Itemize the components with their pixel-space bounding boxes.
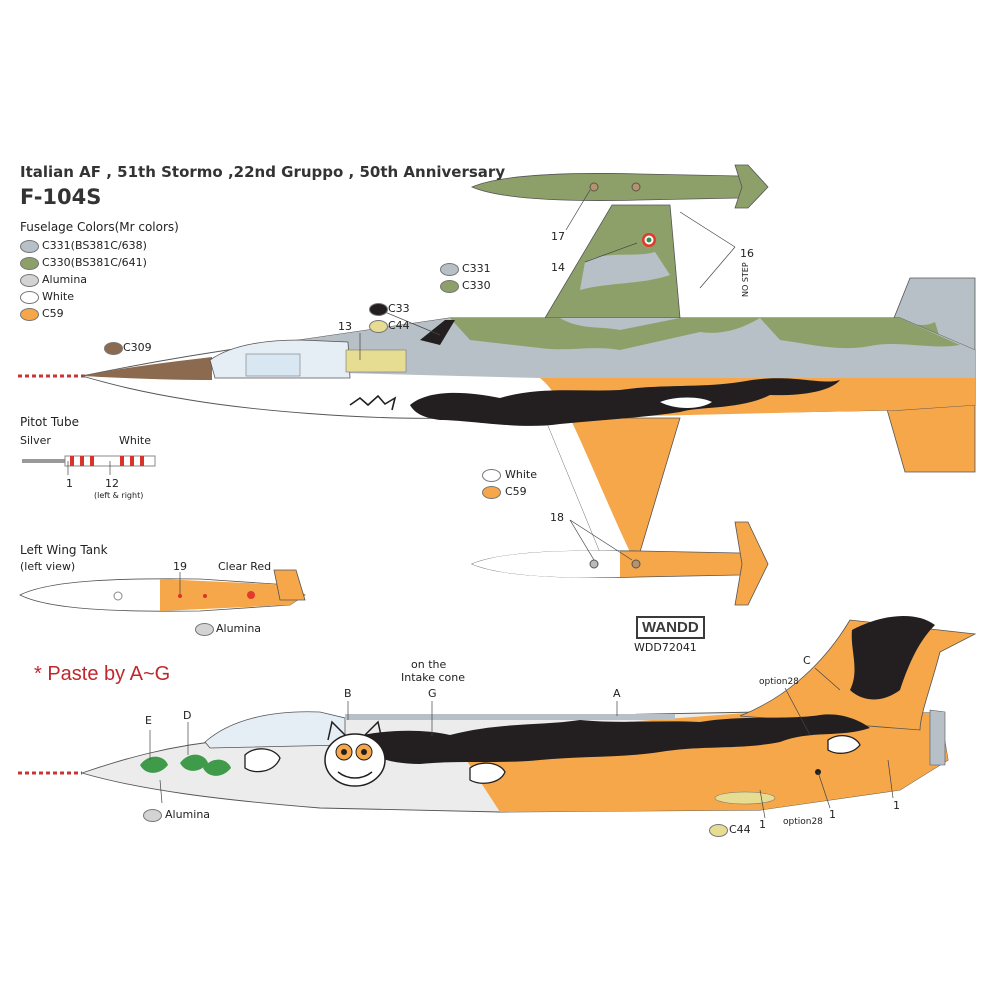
callout-white: White xyxy=(505,468,537,481)
pitot-detail xyxy=(22,455,156,475)
wing-tank-heading: Left Wing Tank xyxy=(20,543,108,557)
callout-c309: C309 xyxy=(123,341,152,354)
page-title: Italian AF , 51th Stormo ,22nd Gruppo , … xyxy=(20,163,506,181)
pitot-heading: Pitot Tube xyxy=(20,415,79,429)
callout-17: 17 xyxy=(551,230,565,243)
side-callout-b: B xyxy=(344,687,352,700)
side-alumina-label: Alumina xyxy=(165,808,211,821)
side-dragon-badges xyxy=(140,754,231,776)
side-callout-1c: 1 xyxy=(893,799,900,812)
top-wing-tank-upper xyxy=(470,173,753,201)
pitot-silver-label: Silver xyxy=(20,434,51,447)
legend-swatch xyxy=(20,257,39,270)
legend-swatch xyxy=(20,291,39,304)
paste-note: * Paste by A~G xyxy=(34,663,171,685)
legend-label: Alumina xyxy=(42,273,88,286)
side-callout-g: G xyxy=(428,687,437,700)
c309-swatch xyxy=(104,342,123,355)
side-callout-1a: 1 xyxy=(759,818,766,831)
c59-swatch xyxy=(482,486,501,499)
side-callout-option28-bottom: option28 xyxy=(783,817,823,827)
c33-swatch xyxy=(369,303,388,316)
c44-swatch xyxy=(369,320,388,333)
white-swatch xyxy=(482,469,501,482)
pitot-white-label: White xyxy=(119,434,151,447)
brand-logo: WANDD xyxy=(636,616,705,639)
pitot-callout-1: 1 xyxy=(66,477,73,490)
wing-tank-alumina: Alumina xyxy=(216,622,262,635)
side-alumina-swatch xyxy=(143,809,162,822)
wing-tank-detail xyxy=(19,569,306,612)
intake-note-2: Intake cone xyxy=(401,671,466,684)
legend-heading: Fuselage Colors(Mr colors) xyxy=(20,220,179,234)
model-name: F-104S xyxy=(20,185,102,209)
side-callout-1b: 1 xyxy=(829,808,836,821)
side-c44-label: C44 xyxy=(729,823,751,836)
side-canopy xyxy=(204,711,346,749)
legend-swatch xyxy=(20,308,39,321)
side-view-aircraft xyxy=(18,615,977,813)
pitot-note: (left & right) xyxy=(94,491,144,500)
wing-tank-clear-red: Clear Red xyxy=(218,560,272,573)
intake-note-1: on the xyxy=(411,658,447,671)
side-leader-lines xyxy=(149,667,894,819)
legend-label: C59 xyxy=(42,307,64,320)
callout-c33: C33 xyxy=(388,302,410,315)
no-step-marking: NO STEP xyxy=(741,262,750,297)
callout-18: 18 xyxy=(550,511,564,524)
callout-13: 13 xyxy=(338,320,352,333)
top-view-aircraft xyxy=(18,164,976,606)
callout-c331: C331 xyxy=(462,262,491,275)
side-callout-d: D xyxy=(183,709,192,722)
callout-c330: C330 xyxy=(462,279,491,292)
wing-tank-callout-19: 19 xyxy=(173,560,187,573)
side-black-flame xyxy=(350,714,870,764)
top-leader-lines xyxy=(359,189,736,561)
side-callout-a: A xyxy=(613,687,621,700)
c331-swatch xyxy=(440,263,459,276)
top-black-flame xyxy=(410,378,840,426)
side-callout-e: E xyxy=(145,714,152,727)
legend-label: C331(BS381C/638) xyxy=(42,239,147,252)
legend-swatch xyxy=(20,274,39,287)
side-callout-c: C xyxy=(803,654,811,667)
wing-tank-alumina-swatch xyxy=(195,623,214,636)
pitot-callout-12: 12 xyxy=(105,477,119,490)
product-code: WDD72041 xyxy=(634,641,697,654)
c330-swatch xyxy=(440,280,459,293)
legend-label: C330(BS381C/641) xyxy=(42,256,147,269)
callout-c44: C44 xyxy=(388,319,410,332)
side-cat-face xyxy=(324,720,386,787)
wing-tank-sub: (left view) xyxy=(20,560,76,573)
legend-swatch xyxy=(20,240,39,253)
side-callout-option28-top: option28 xyxy=(759,677,799,687)
callout-c59: C59 xyxy=(505,485,527,498)
top-nose-radome xyxy=(82,357,212,380)
callout-14: 14 xyxy=(551,261,565,274)
legend-label: White xyxy=(42,290,74,303)
callout-16: 16 xyxy=(740,247,754,260)
side-c44-swatch xyxy=(709,824,728,837)
